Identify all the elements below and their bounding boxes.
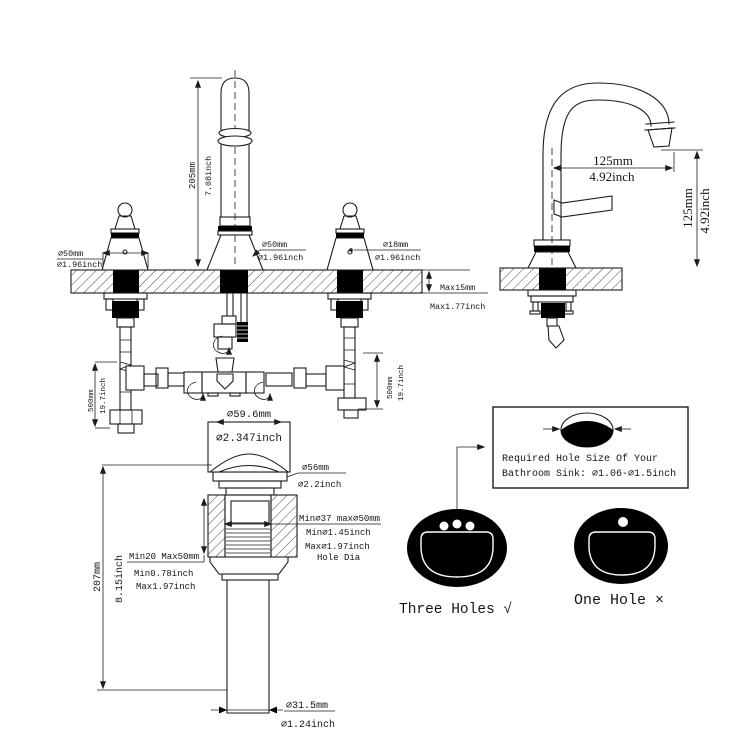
dim-side-height-mm: 125mm <box>680 188 695 228</box>
side-lever-handle <box>553 195 613 218</box>
dim-deck-mm: Max15mm <box>440 283 475 293</box>
sink-hole <box>452 519 462 529</box>
dim-side-reach-mm: 125mm <box>593 153 633 168</box>
dim-hole-label: Hole Dia <box>317 553 361 563</box>
dim-hole-max-inch: Max⌀1.97inch <box>305 542 370 552</box>
dim-left-handle-inch: ⌀1.96inch <box>57 260 102 270</box>
dim-hole-min-inch: Min⌀1.45inch <box>306 528 371 538</box>
dim-drain-height-mm: 207mm <box>93 562 104 592</box>
dim-thickness-max-inch: Max1.97inch <box>136 582 195 592</box>
dim-right-hose-inch: 19.7inch <box>398 365 406 401</box>
side-deck <box>499 267 623 291</box>
side-seal <box>539 268 566 290</box>
sink-basin-outline <box>420 531 494 578</box>
dim-tail-inch: ⌀1.24inch <box>281 719 335 731</box>
dim-right-handle: ⌀18mm ⌀1.96inch <box>349 240 421 263</box>
drain-assembly: ⌀59.6mm ⌀2.347inch ⌀56mm ⌀2.2inch <box>93 409 381 731</box>
dim-thickness-min-inch: Min0.78inch <box>134 569 193 579</box>
spout-seal <box>220 270 248 293</box>
sink-options: Three Holes √ One Hole × <box>399 508 668 618</box>
requirement-pointer-line <box>456 443 486 514</box>
drain-body <box>207 494 298 714</box>
dim-spout-mm: ⌀50mm <box>262 240 287 250</box>
front-deck <box>70 269 423 294</box>
dim-right-hose-mm: 500mm <box>387 376 395 399</box>
side-under-deck <box>527 289 577 349</box>
dim-left-hose-inch: 19.7inch <box>100 378 108 414</box>
rotate-arrow-icon <box>253 381 274 401</box>
sink-hole <box>465 521 475 531</box>
dim-spout-height-inch: 7.08inch <box>204 156 214 196</box>
three-holes-label: Three Holes √ <box>399 601 512 618</box>
dim-deck-inch: Max1.77inch <box>430 302 485 312</box>
front-plumbing <box>103 292 372 434</box>
dim-side-height-inch: 4.92inch <box>697 188 712 234</box>
front-spout <box>206 70 264 271</box>
rotate-arrow-icon <box>186 381 207 401</box>
dim-drain-height-inch: 8.15inch <box>114 555 126 603</box>
rotate-arrow-icon <box>212 335 233 355</box>
dim-flange-inch: ⌀2.2inch <box>298 480 341 490</box>
dim-spout-inch: ⌀1.96inch <box>258 253 303 263</box>
dim-hole-mm: Min⌀37 max⌀50mm <box>299 514 380 524</box>
dim-spout-height-mm: 205mm <box>188 162 198 189</box>
sink-basin-outline <box>588 531 656 576</box>
one-hole-label: One Hole × <box>574 592 664 609</box>
dim-spout-dia: ⌀50mm ⌀1.96inch <box>252 240 306 263</box>
side-faucet <box>527 82 676 269</box>
dim-left-handle-mm: ⌀50mm <box>58 249 83 259</box>
one-hole-sink: One Hole × <box>574 508 668 609</box>
dim-tail-mm: ⌀31.5mm <box>286 701 328 712</box>
dim-thickness-mm: Min20 Max50mm <box>129 552 199 562</box>
dim-deck-range: Min20 Max50mm Min0.78inch Max1.97inch <box>127 497 208 592</box>
dim-right-handle-inch: ⌀1.96inch <box>375 253 420 263</box>
drain-tailpipe <box>226 579 270 714</box>
dim-right-hose: 500mm 19.7inch <box>358 352 406 410</box>
right-handle-seal <box>337 270 363 293</box>
dim-cap-mm: ⌀59.6mm <box>227 409 271 421</box>
side-view: 125mm 4.92inch 125mm 4.92inch <box>499 82 712 349</box>
popup-cap <box>208 453 290 473</box>
front-view: 205mm 7.08inch ⌀50mm ⌀1.96inch ⌀50mm ⌀1.… <box>57 70 488 434</box>
dim-cap-inch: ⌀2.347inch <box>216 433 282 445</box>
requirement-box-frame <box>492 406 689 489</box>
three-hole-sink-shape <box>407 509 507 587</box>
three-hole-sink: Three Holes √ <box>399 509 512 618</box>
dim-left-handle: ⌀50mm ⌀1.96inch <box>57 249 150 270</box>
dim-flange: ⌀56mm ⌀2.2inch <box>286 463 346 490</box>
dim-left-hose: 500mm 19.7inch <box>88 361 117 429</box>
dim-hole-dia: Min⌀37 max⌀50mm Min⌀1.45inch Max⌀1.97inc… <box>223 514 381 563</box>
requirement-text-line2: Bathroom Sink: ⌀1.06-⌀1.5inch <box>502 468 676 480</box>
left-handle-seal <box>113 270 139 293</box>
sink-hole <box>439 521 449 531</box>
dim-tailpipe: ⌀31.5mm ⌀1.24inch <box>211 701 335 731</box>
dim-spout-height: 205mm 7.08inch <box>188 77 222 268</box>
requirement-box: Required Hole Size Of Your Bathroom Sink… <box>456 406 689 514</box>
dim-deck-thickness: Max15mm Max1.77inch <box>422 269 488 312</box>
dim-flange-mm: ⌀56mm <box>302 463 329 473</box>
dim-side-reach: 125mm 4.92inch <box>552 152 675 184</box>
front-right-handle <box>326 202 374 271</box>
dim-right-handle-mm: ⌀18mm <box>383 240 408 250</box>
dim-side-height: 125mm 4.92inch <box>661 149 712 268</box>
sink-hole <box>618 517 628 527</box>
dim-drain-height: 207mm 8.15inch <box>93 464 227 691</box>
one-hole-sink-shape <box>574 508 668 584</box>
dim-side-reach-inch: 4.92inch <box>589 169 635 184</box>
requirement-text-line1: Required Hole Size Of Your <box>502 453 658 465</box>
dim-left-hose-mm: 500mm <box>88 389 96 412</box>
